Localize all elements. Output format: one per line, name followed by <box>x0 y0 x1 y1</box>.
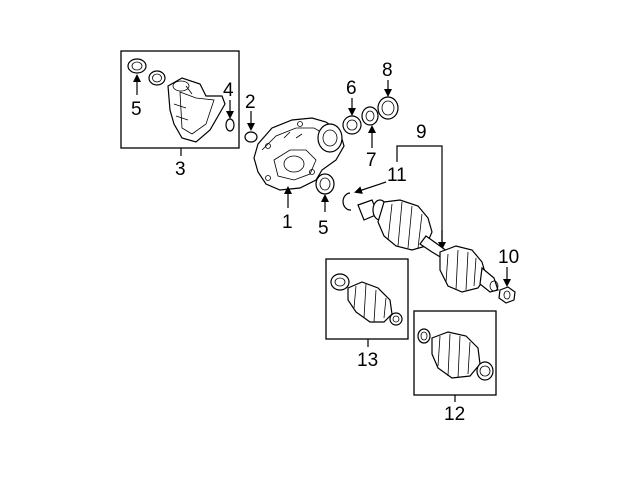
seal-ring-5a <box>127 58 147 74</box>
o-ring-2-group: 2 <box>244 92 258 143</box>
seal-ring-5b <box>315 173 335 195</box>
differential-housing-group: 1 <box>253 117 345 233</box>
inner-boot-kit-group: 13 <box>325 258 409 371</box>
outer-boot-clamp <box>476 361 494 381</box>
callout-5b: 5 <box>318 218 329 239</box>
o-ring-4 <box>225 118 235 132</box>
callout-8: 8 <box>382 60 393 81</box>
ring-7-group: 7 <box>361 106 379 171</box>
callout-4: 4 <box>223 80 234 101</box>
callout-2: 2 <box>245 92 256 113</box>
inner-boot-clamp <box>330 273 350 291</box>
seal-5b-group: 5 <box>315 173 335 239</box>
callout-3: 3 <box>175 159 186 180</box>
inner-boot <box>347 281 393 323</box>
bearing-6 <box>342 115 362 135</box>
callout-6: 6 <box>346 78 357 99</box>
callout-11: 11 <box>387 165 407 186</box>
inner-boot-kit-box <box>325 258 409 340</box>
bracket-9 <box>396 145 443 248</box>
axle-shaft-group: 9 <box>357 122 499 293</box>
seal-8 <box>377 96 399 120</box>
o-ring-2 <box>244 131 258 143</box>
seal-ring-small <box>148 70 166 86</box>
axle-shaft <box>357 199 499 293</box>
inner-boot-small-clamp <box>389 312 403 326</box>
cover-assembly-group: 4 5 3 <box>120 50 240 180</box>
callout-9: 9 <box>416 122 427 143</box>
cover-assembly-box <box>120 50 240 149</box>
cover-housing <box>167 77 226 143</box>
callout-5a: 5 <box>131 99 142 120</box>
differential-housing <box>253 117 345 191</box>
outer-boot <box>431 331 481 379</box>
bearing-6-group: 6 <box>342 78 362 135</box>
callout-1: 1 <box>282 212 293 233</box>
callout-13: 13 <box>357 350 378 371</box>
ring-7 <box>361 106 379 126</box>
snap-ring-11-group: 11 <box>342 165 407 211</box>
nut-10 <box>498 286 516 304</box>
leader-11 <box>354 181 387 194</box>
callout-10: 10 <box>498 247 519 268</box>
outer-boot-small-clamp <box>417 328 431 344</box>
callout-12: 12 <box>444 404 465 425</box>
seal-8-group: 8 <box>377 60 399 120</box>
callout-7: 7 <box>366 150 377 171</box>
outer-boot-kit-group: 12 <box>413 310 497 425</box>
nut-10-group: 10 <box>498 247 519 304</box>
snap-ring-11 <box>342 192 352 211</box>
